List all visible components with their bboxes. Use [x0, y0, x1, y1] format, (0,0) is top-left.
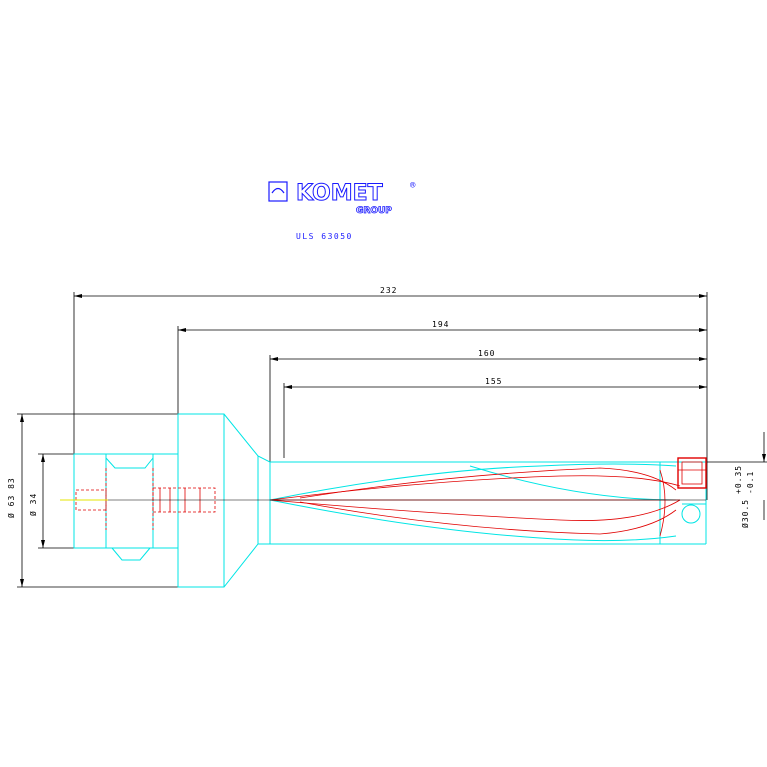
logo-registered-mark: ® [410, 181, 416, 191]
tool-outline [73, 413, 707, 588]
dim-160-label: 160 [478, 349, 495, 358]
dim-232-label: 232 [380, 286, 397, 295]
dim-194-label: 194 [432, 320, 449, 329]
logo-group-text: GROUP [356, 206, 392, 216]
dim-shank-label: Ø 34 [28, 493, 38, 516]
dimension-arrows [20, 294, 766, 587]
hidden-lines [75, 457, 707, 537]
logo-emblem-arc [271, 187, 285, 194]
dim-tool-dia-label: Ø30.5 [740, 499, 750, 528]
komet-logo: KOMET ® GROUP [268, 181, 416, 216]
dim-shank-flange-label: Ø 63 83 [6, 477, 16, 518]
dim-tol-lower-label: -0.1 [746, 471, 755, 494]
logo-emblem-icon [268, 181, 288, 202]
part-code: ULS 63050 [296, 232, 353, 241]
dim-155-label: 155 [485, 377, 502, 386]
logo-brand-text: KOMET [296, 181, 383, 206]
dim-tol-upper-label: +0.35 [734, 465, 743, 494]
dimension-lines [17, 292, 767, 588]
